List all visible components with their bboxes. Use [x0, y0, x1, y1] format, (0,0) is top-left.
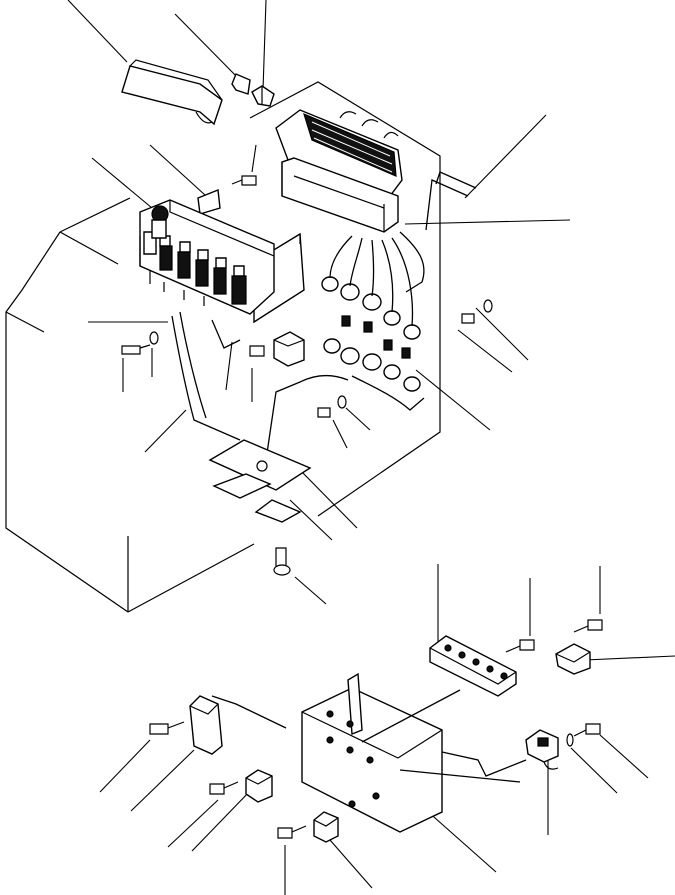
cab-panel-outline: [6, 82, 440, 612]
timer-unit-icon: [190, 696, 286, 754]
harness-connector-icon: [322, 277, 420, 391]
fuse-box-cover-icon: [122, 60, 222, 124]
clip-icon: [232, 74, 274, 106]
relay-icon: [274, 332, 304, 366]
relay-icon: [246, 770, 272, 802]
relay-icon: [314, 812, 338, 842]
bolt-icon: [122, 176, 474, 575]
switch-icon: [442, 730, 558, 776]
leader-lines: [68, 0, 675, 895]
knob-icon: [152, 206, 168, 238]
mounting-plate: [210, 440, 310, 522]
relay-block: [140, 200, 274, 314]
relay-icon: [556, 644, 590, 674]
bolt-icon: [150, 620, 602, 838]
lower-relays: [246, 644, 590, 842]
washer-icon: [150, 300, 573, 746]
wiring-harness-icon: [172, 172, 476, 460]
fuse-box-icon: [276, 110, 402, 232]
terminal-strip-icon: [430, 636, 516, 696]
control-box-icon: [302, 674, 520, 832]
